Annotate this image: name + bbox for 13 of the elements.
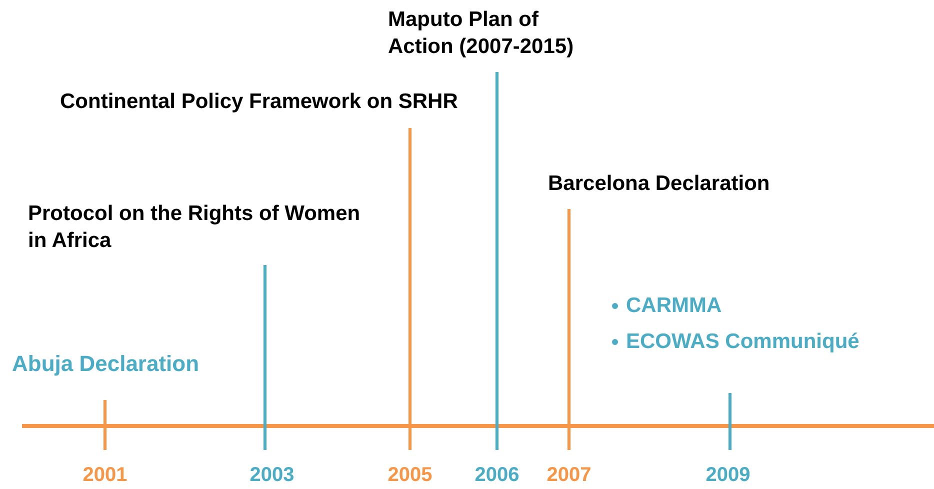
year-label: 2001 [82, 463, 128, 488]
year-label: 2005 [386, 463, 434, 488]
year-label: 2007 [546, 463, 592, 488]
year-label: 2009 [704, 463, 752, 488]
event-label: Abuja Declaration [12, 350, 200, 378]
event-label: Barcelona Declaration [548, 171, 771, 197]
event-label: Maputo Plan of Action (2007-2015) [388, 7, 575, 60]
event-label: ECOWAS Communiqué [626, 329, 860, 355]
year-label: 2006 [474, 463, 520, 488]
event-label: CARMMA [626, 293, 722, 319]
event-label: Continental Policy Framework on SRHR [60, 89, 459, 115]
year-label: 2003 [248, 463, 296, 488]
event-label: Protocol on the Rights of Women in Africa [28, 201, 362, 254]
